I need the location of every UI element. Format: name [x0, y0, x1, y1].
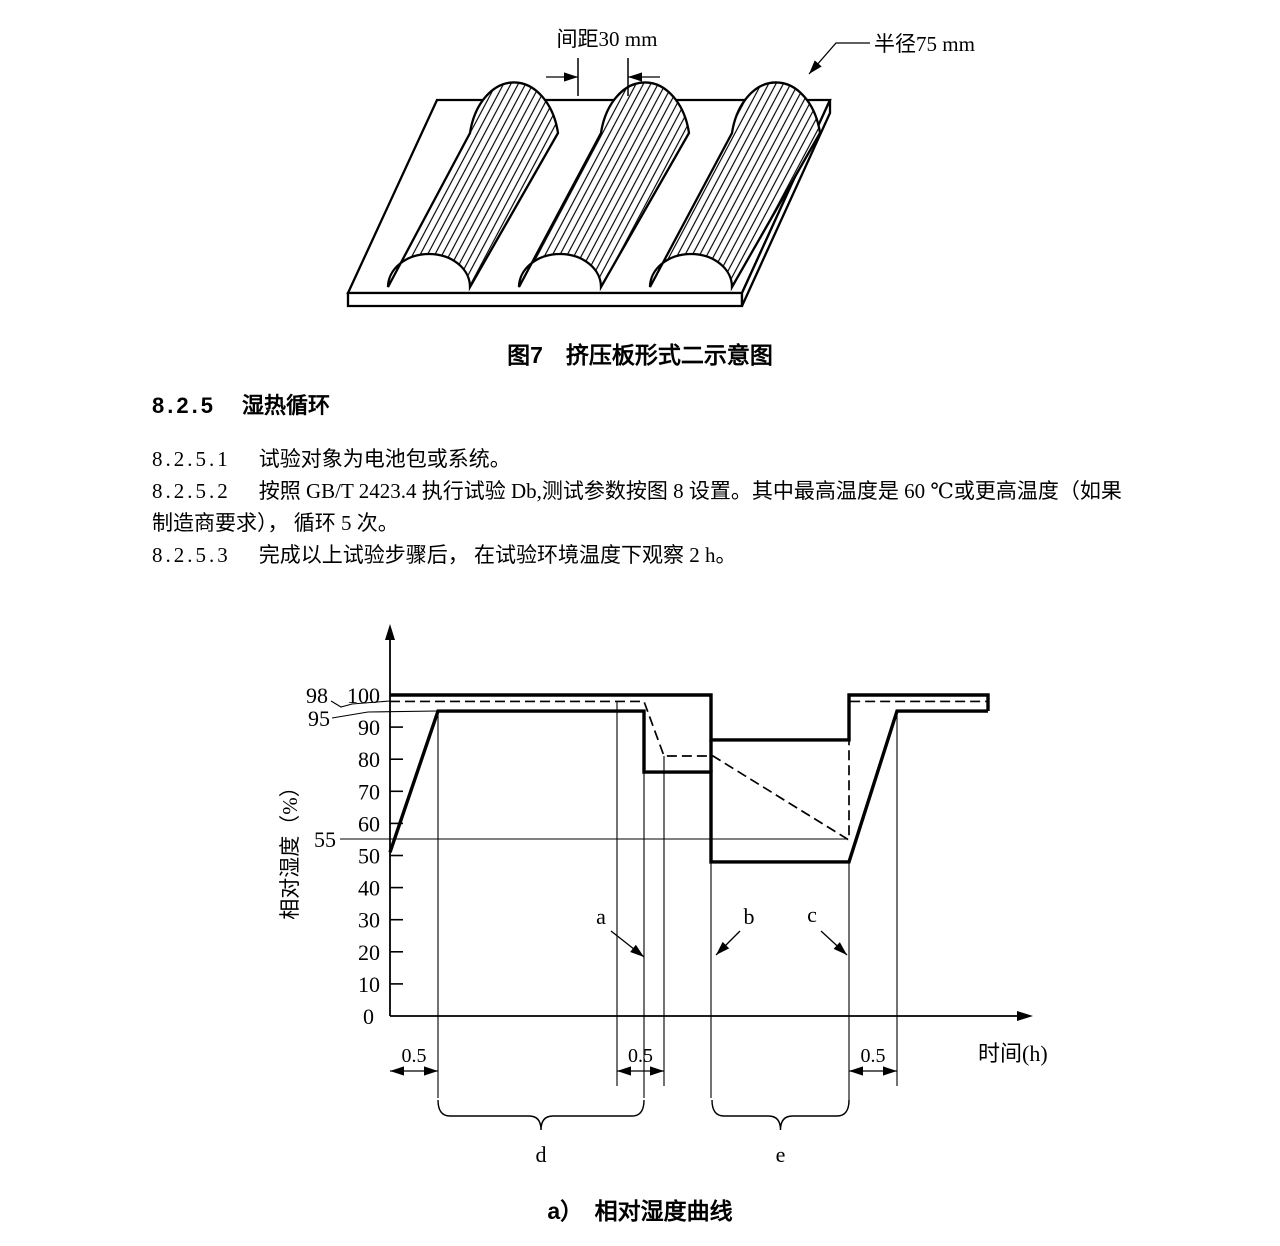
half-cylinder-2 [517, 81, 691, 292]
section-title: 湿热循环 [241, 393, 330, 418]
section-heading: 8.2.5 湿热循环 [152, 388, 330, 420]
ytick-label-0: 0 [363, 1004, 374, 1029]
ytick-label-80: 80 [358, 747, 380, 772]
plate-top-face [346, 98, 832, 295]
figure7-caption: 图7 挤压板形式二示意图 [507, 342, 773, 368]
section-number: 8.2.5 [152, 393, 216, 418]
ytick-label-100: 100 [347, 683, 380, 708]
nominal-humidity-line [390, 700, 988, 841]
ramp-duration-label-2: 0.5 [628, 1045, 653, 1067]
spacing-dimension-label: 间距30 mm [557, 27, 658, 51]
ramp-duration-label-3: 0.5 [861, 1045, 886, 1067]
clause-8-2-5-1: 8.2.5.1 试验对象为电池包或系统。 [152, 443, 1142, 475]
segment-brace-e [711, 1099, 850, 1131]
label-95-connector [331, 710, 439, 719]
segment-brace-d [437, 1099, 645, 1131]
radius-dimension-label: 半径75 mm [874, 32, 975, 56]
ytick-label-10: 10 [358, 972, 380, 997]
ytick-label-50: 50 [358, 844, 380, 869]
segment-label-d: d [536, 1142, 547, 1167]
clause-number: 8.2.5.2 [152, 479, 231, 503]
ytick-label-90: 90 [358, 715, 380, 740]
segment-label-e: e [776, 1142, 786, 1167]
callout-label-b: b [744, 904, 755, 929]
ramp-duration-label-1: 0.5 [402, 1045, 427, 1067]
callout-label-a: a [596, 904, 606, 929]
ytick-label-70: 70 [358, 779, 380, 804]
plate-side-face [740, 99, 832, 307]
half-cylinder-3 [648, 81, 822, 292]
x-axis-title: 时间(h) [978, 1041, 1048, 1066]
humidity-chart-caption: a） 相对湿度曲线 [547, 1198, 733, 1224]
marked-level-label-55: 55 [314, 827, 336, 852]
ytick-label-20: 20 [358, 940, 380, 965]
callout-label-c: c [807, 902, 817, 927]
ytick-label-60: 60 [358, 811, 380, 836]
label-98-connector [330, 700, 391, 708]
clause-text: 按照 GB/T 2423.4 执行试验 Db,测试参数按图 8 设置。其中最高温… [152, 479, 1122, 535]
clause-number: 8.2.5.1 [152, 447, 231, 471]
clause-text: 试验对象为电池包或系统。 [258, 447, 511, 471]
lower-tolerance-limit-line [388, 709, 988, 864]
ytick-label-40: 40 [358, 876, 380, 901]
marked-level-label-98: 98 [306, 683, 328, 708]
y-axis-title: 相对湿度（%） [278, 776, 302, 920]
marked-level-label-95: 95 [308, 706, 330, 731]
plate-front-face [346, 291, 744, 308]
clause-text: 完成以上试验步骤后， 在试验环境温度下观察 2 h。 [258, 543, 737, 567]
upper-tolerance-limit-line [390, 693, 990, 742]
ytick-label-30: 30 [358, 908, 380, 933]
clause-number: 8.2.5.3 [152, 543, 231, 567]
clause-8-2-5-3: 8.2.5.3 完成以上试验步骤后， 在试验环境温度下观察 2 h。 [152, 539, 1142, 571]
half-cylinder-1 [386, 81, 560, 292]
